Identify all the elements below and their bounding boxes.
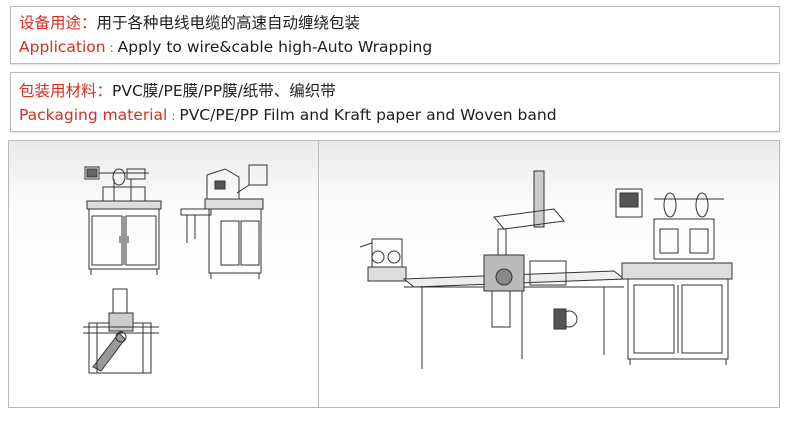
application-separator: : xyxy=(109,41,114,55)
application-en-line: Application:Apply to wire&cable high-Aut… xyxy=(19,37,432,58)
machine-top-view-drawing xyxy=(83,288,159,374)
packaging-en-line: Packaging material:PVC/PE/PP Film and Kr… xyxy=(19,105,557,126)
packaging-en-label: Packaging material xyxy=(19,106,168,124)
machine-side-view-drawing xyxy=(180,164,268,279)
machine-front-view-drawing xyxy=(84,166,162,275)
panel-divider xyxy=(318,141,319,407)
application-box: 设备用途：用于各种电线电缆的高速自动缠绕包装 Application:Apply… xyxy=(10,6,780,64)
application-zh-line: 设备用途：用于各种电线电缆的高速自动缠绕包装 xyxy=(19,13,360,33)
machine-drawings-panel xyxy=(8,140,780,408)
packaging-zh-label: 包装用材料： xyxy=(19,82,113,100)
machine-main-assembly-drawing xyxy=(359,170,733,369)
packaging-separator: : xyxy=(171,109,176,123)
application-zh-label: 设备用途： xyxy=(19,14,97,32)
packaging-en-text: PVC/PE/PP Film and Kraft paper and Woven… xyxy=(179,106,557,124)
packaging-zh-text: PVC膜/PE膜/PP膜/纸带、编织带 xyxy=(112,82,336,100)
packaging-zh-line: 包装用材料：PVC膜/PE膜/PP膜/纸带、编织带 xyxy=(19,81,336,101)
application-en-label: Application xyxy=(19,38,106,56)
application-en-text: Apply to wire&cable high-Auto Wrapping xyxy=(117,38,433,56)
application-zh-text: 用于各种电线电缆的高速自动缠绕包装 xyxy=(96,14,361,32)
packaging-material-box: 包装用材料：PVC膜/PE膜/PP膜/纸带、编织带 Packaging mate… xyxy=(10,72,780,132)
